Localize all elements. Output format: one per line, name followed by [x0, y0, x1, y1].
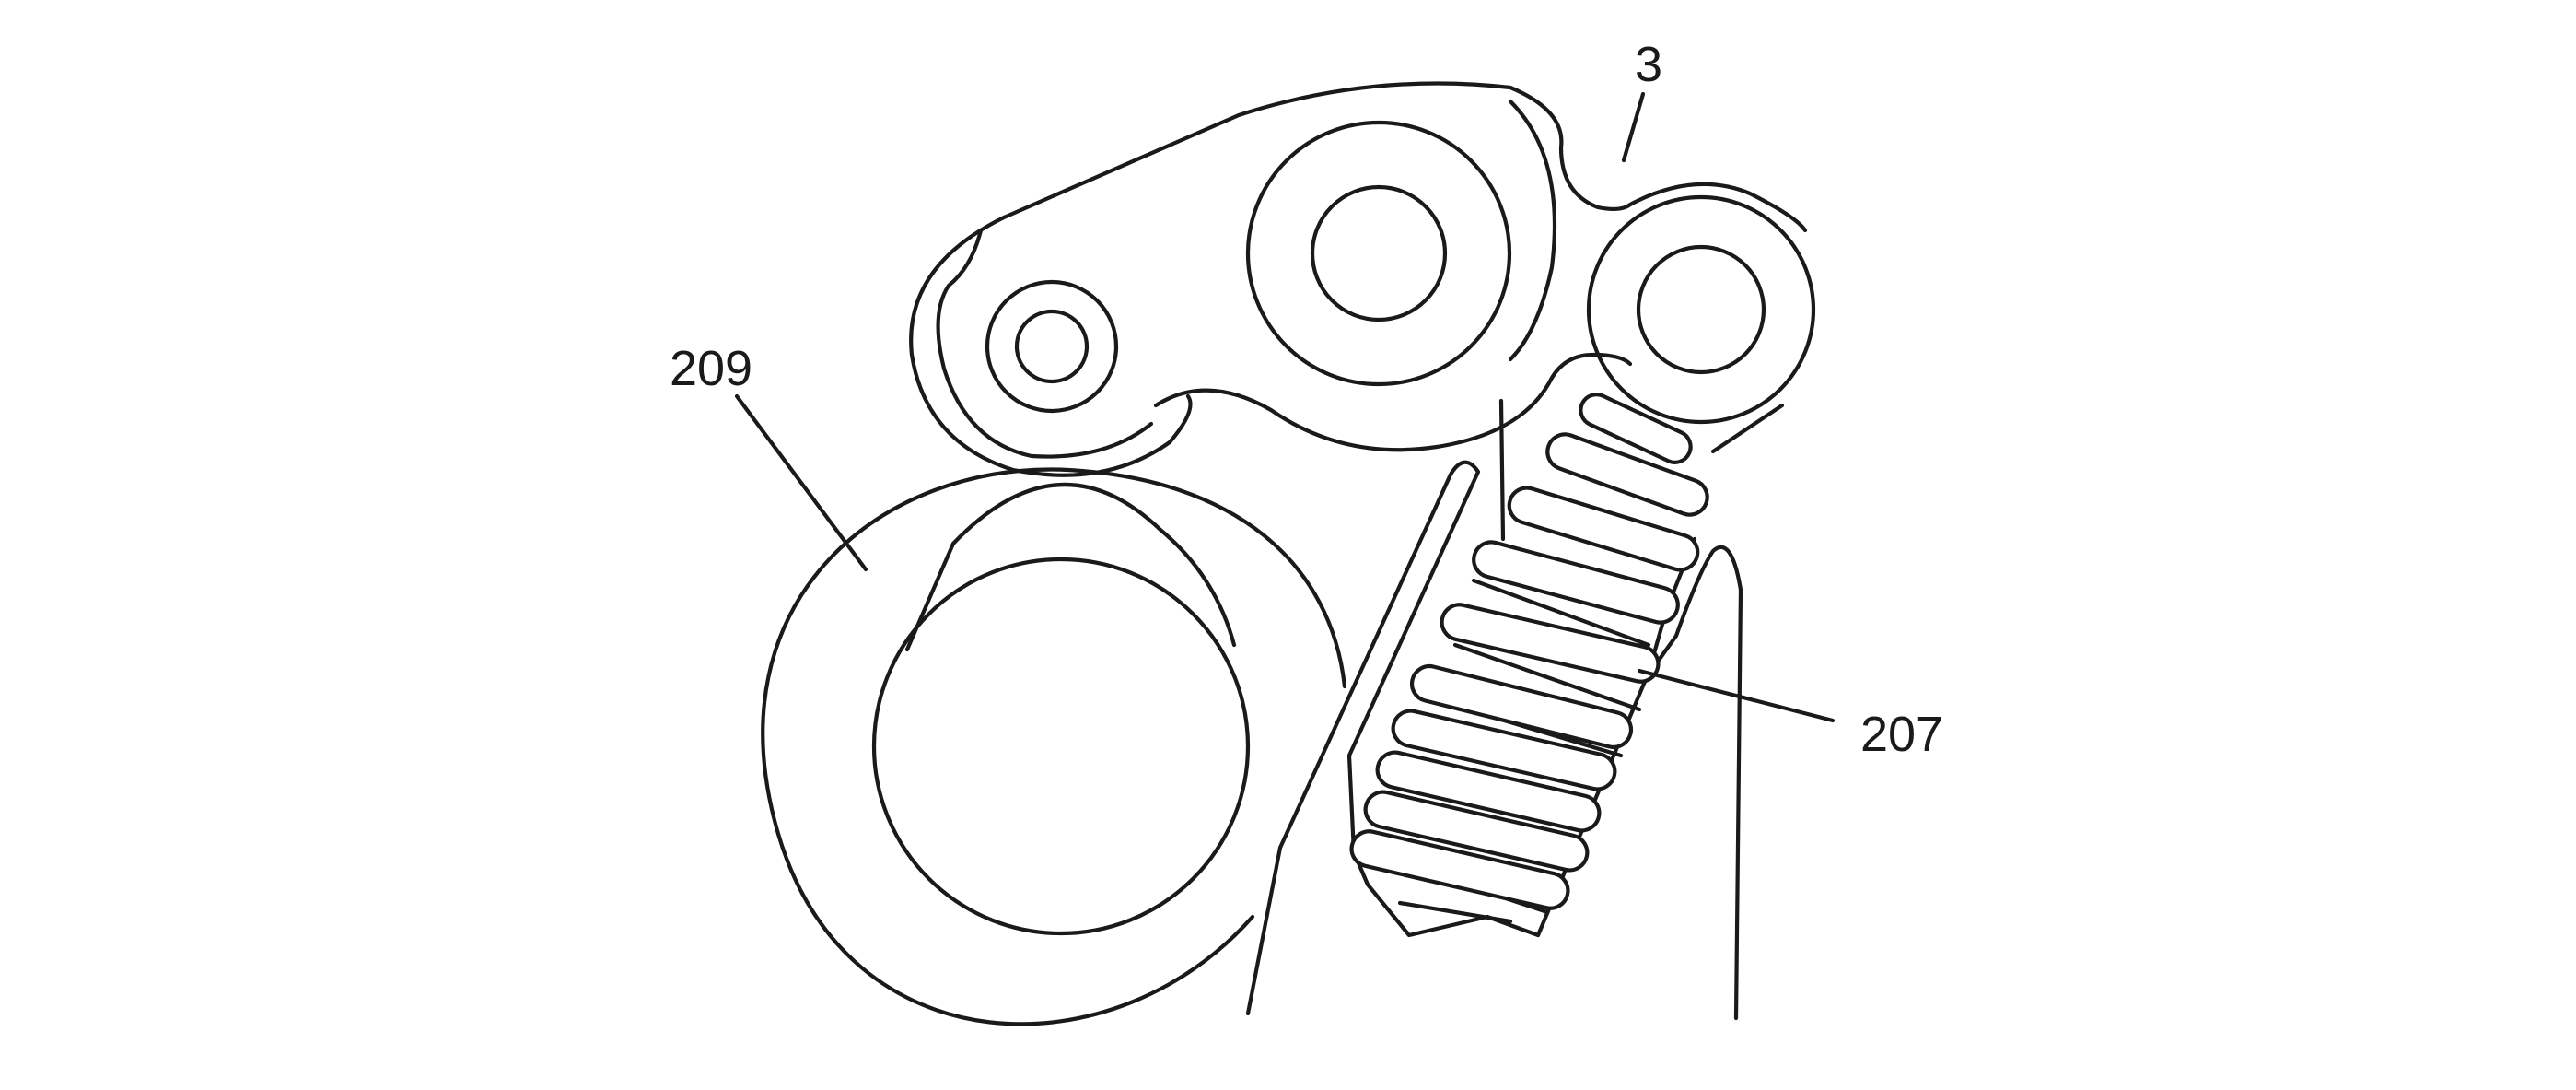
leader-207: [1637, 668, 1836, 723]
leader-3: [1621, 91, 1646, 163]
spring-coil-5: [1440, 603, 1661, 684]
pulley-209: [761, 467, 1347, 1026]
tool-left-blade: [1277, 460, 1481, 850]
left-pivot-outer: [985, 279, 1119, 414]
leader-209: [734, 393, 868, 572]
spring-coil-4: [1472, 540, 1680, 625]
arm-left-lobe: [909, 215, 1193, 477]
callout-207: 207: [1860, 707, 1943, 762]
spring-coil-6: [1409, 663, 1634, 750]
center-bolt-boss: [1245, 120, 1512, 387]
center-boss-side: [1508, 99, 1557, 362]
tool-vertical-guide: [1498, 398, 1506, 542]
spring-coil-3: [1507, 486, 1700, 572]
tensioner-pulley-outer: [1586, 194, 1816, 425]
arm-left-lobe-inner: [936, 228, 1154, 459]
center-bolt-hole: [1310, 184, 1448, 322]
tool-rod-left: [1245, 845, 1283, 1016]
spring-coil-10: [1349, 829, 1570, 910]
arm-right-tail: [1710, 403, 1785, 454]
tool-rod-right: [1733, 587, 1743, 1021]
arm-bottom-edge: [1153, 352, 1633, 452]
left-pivot-inner: [1014, 309, 1090, 384]
tensioner-pulley-inner: [1636, 244, 1766, 375]
callout-3: 3: [1635, 37, 1662, 92]
pulley-209-bore-edge: [904, 482, 1237, 652]
callout-209: 209: [670, 341, 752, 396]
spring-coil-8: [1375, 750, 1602, 833]
spring-coil-1: [1579, 393, 1693, 464]
tensioner-arm-3: [909, 81, 1816, 477]
pulley-209-outer-rim: [761, 467, 1347, 1026]
spring-coil-9: [1363, 790, 1590, 873]
arm-outline: [1001, 81, 1808, 233]
spring-coil-7: [1391, 709, 1617, 791]
spring-tool-207: [1245, 393, 1743, 1021]
pulley-209-hub: [871, 557, 1251, 936]
tool-right-jaw: [1650, 545, 1743, 671]
spring-coil-2: [1545, 432, 1709, 517]
